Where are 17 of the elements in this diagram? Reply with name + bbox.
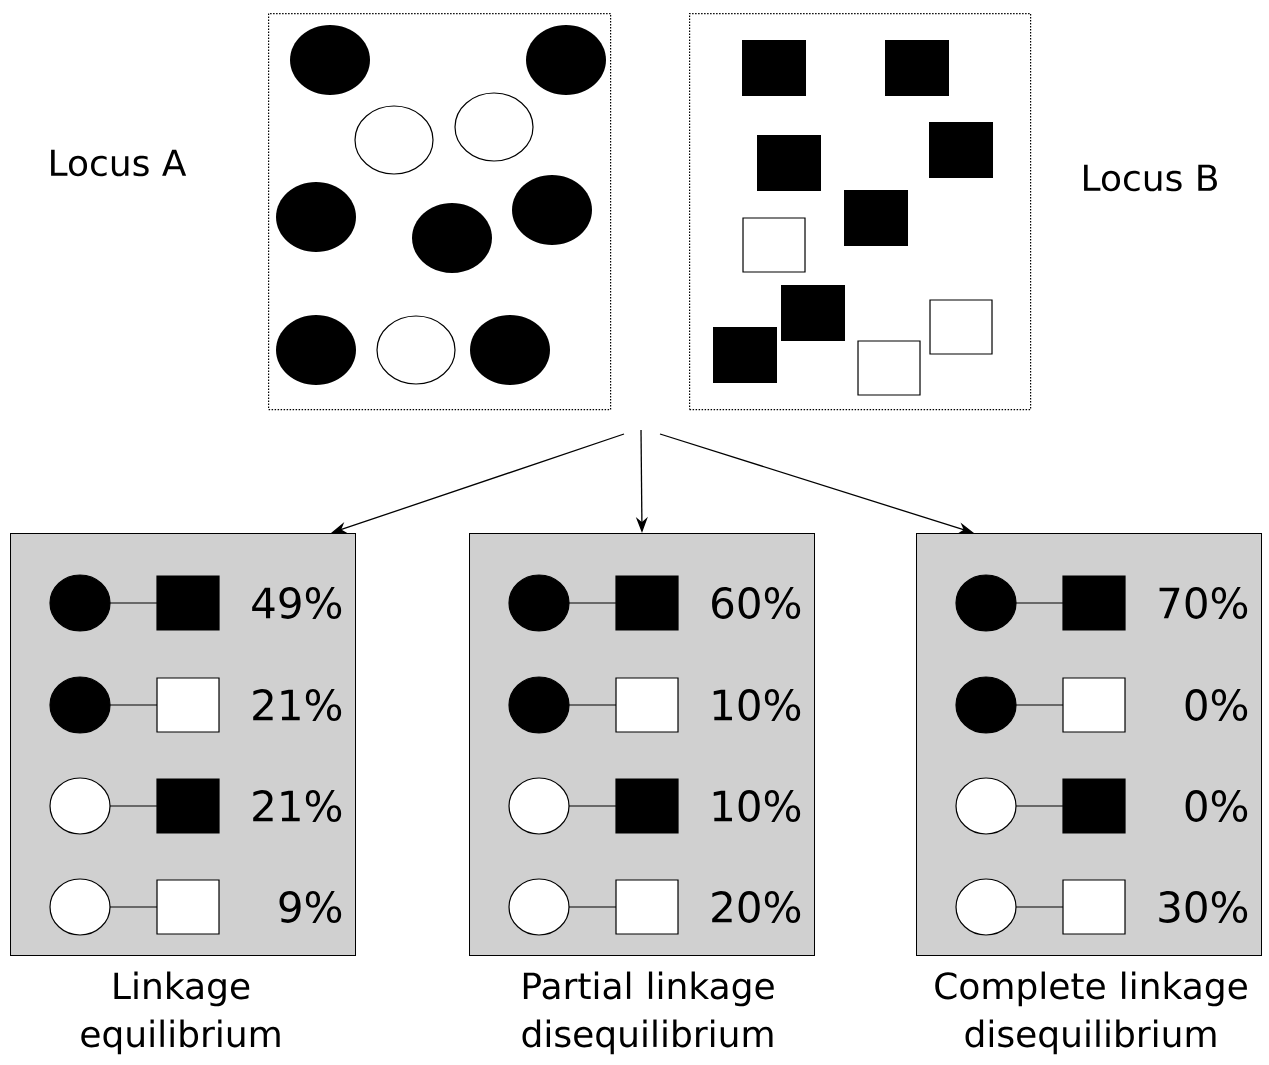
frequency-label: 10% [713, 790, 801, 822]
frequency-label: 10% [713, 689, 801, 721]
locus-label: Locus A [51, 149, 187, 177]
frequency-label: 20% [712, 891, 801, 923]
box-label: Linkage equilibrium [81, 971, 280, 1055]
frequency-label: 0% [1185, 689, 1248, 721]
frequency-label: 49% [252, 587, 342, 619]
box-label: Partial linkage disequilibrium [522, 971, 774, 1055]
frequency-label: 0% [1185, 790, 1248, 822]
frequency-label: 60% [712, 587, 801, 619]
frequency-label: 21% [253, 790, 342, 822]
frequency-label: 70% [1159, 587, 1248, 619]
locus-label: Locus B [1084, 164, 1217, 192]
frequency-label: 30% [1159, 891, 1248, 923]
frequency-label: 21% [253, 689, 342, 721]
frequency-label: 9% [279, 891, 342, 923]
box-label: Complete linkage disequilibrium [935, 971, 1247, 1055]
